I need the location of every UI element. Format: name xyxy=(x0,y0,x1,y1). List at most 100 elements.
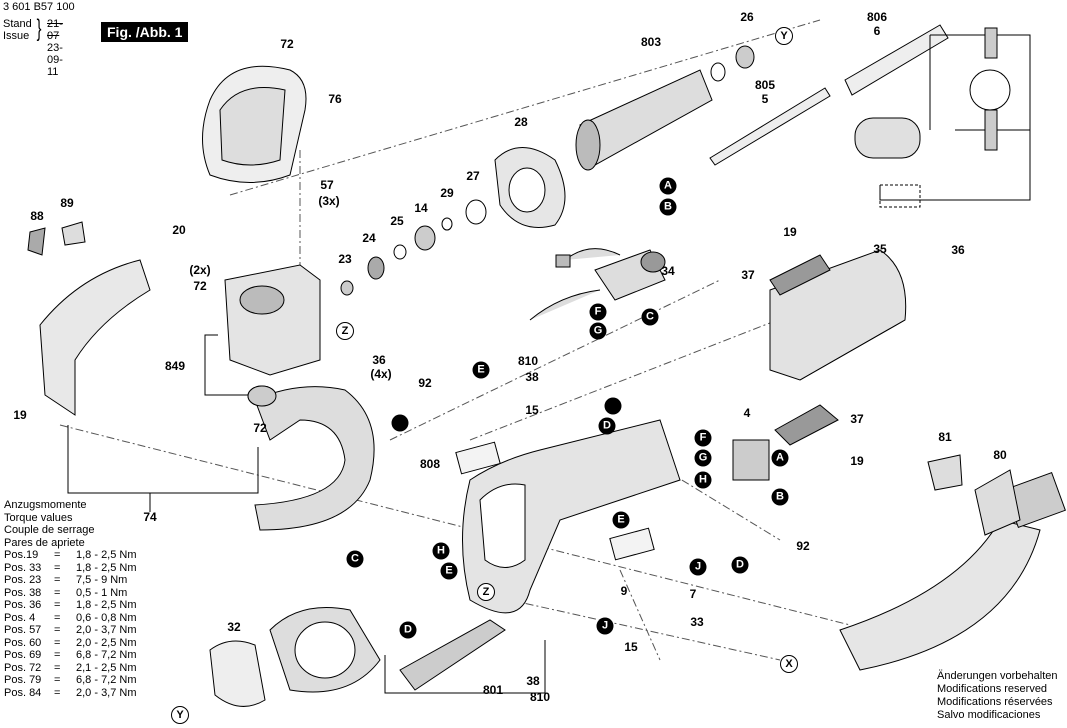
torque-row: Pos. 4=0,6 - 0,8 Nm xyxy=(4,612,137,625)
torque-value: 2,0 - 2,5 Nm xyxy=(76,636,137,649)
part-callout: 38 xyxy=(525,370,539,384)
torque-row: Pos. 36=1,8 - 2,5 Nm xyxy=(4,599,137,612)
torque-pos: Pos.19 xyxy=(4,549,39,561)
bracket-74 xyxy=(67,425,259,494)
part-gear-housing xyxy=(224,264,321,407)
part-callout: 5 xyxy=(761,92,769,106)
figure-label: Fig. /Abb. 1 xyxy=(101,22,189,42)
part-callout: 24 xyxy=(362,231,376,245)
torque-value: 1,8 - 2,5 Nm xyxy=(76,549,137,561)
connection-marker: Y xyxy=(171,706,189,724)
part-callout: 6 xyxy=(873,24,881,38)
torque-eq: = xyxy=(54,661,61,674)
torque-title: Pares de apriete xyxy=(4,536,85,549)
part-806-tube xyxy=(844,24,949,96)
part-callout: 89 xyxy=(60,196,74,210)
part-callout: 4 xyxy=(743,406,751,420)
note-en: Modifications reserved xyxy=(937,683,1048,695)
part-callout: 19 xyxy=(783,225,797,239)
part-callout: 57 xyxy=(320,178,334,192)
note-es: Salvo modificaciones xyxy=(937,709,1041,721)
part-callout: 849 xyxy=(164,359,186,373)
torque-pos: Pos. 38 xyxy=(4,586,42,599)
torque-value: 1,8 - 2,5 Nm xyxy=(76,599,137,611)
part-callout: 20 xyxy=(172,223,186,237)
torque-eq: = xyxy=(54,624,61,636)
part-37-bottom xyxy=(774,404,839,446)
part-side-handle xyxy=(39,259,151,416)
revision-block: Stand Issue } 21-07 23-09-11 xyxy=(3,17,63,79)
part-callout: (3x) xyxy=(318,194,340,208)
part-27 xyxy=(465,199,487,225)
part-callout: 27 xyxy=(466,169,480,183)
torque-value: 6,8 - 7,2 Nm xyxy=(76,649,137,661)
part-80-hose xyxy=(839,469,1066,671)
note-de: Änderungen vorbehalten xyxy=(937,670,1058,682)
torque-eq: = xyxy=(54,636,61,649)
torque-pos: Pos. 57 xyxy=(4,624,42,636)
torque-eq: = xyxy=(54,586,61,599)
part-callout: 38 xyxy=(526,674,540,688)
torque-eq: = xyxy=(54,599,61,611)
part-callout: 29 xyxy=(440,186,454,200)
torque-row: Pos. 23=7,5 - 9 Nm xyxy=(4,574,137,587)
torque-title: Anzugsmomente xyxy=(4,499,87,511)
connection-marker: A xyxy=(659,177,677,195)
torque-row: Pos. 57=2,0 - 3,7 Nm xyxy=(4,624,137,637)
part-88 xyxy=(27,227,46,256)
torque-row: Pos. 79=6,8 - 7,2 Nm xyxy=(4,674,137,687)
part-callout: 15 xyxy=(525,403,539,417)
modification-notes: Änderungen vorbehalten Modifications res… xyxy=(937,670,1057,722)
torque-value: 0,5 - 1 Nm xyxy=(76,586,128,599)
torque-row: Pos. 60=2,0 - 2,5 Nm xyxy=(4,637,137,650)
part-24-gear xyxy=(367,256,385,280)
connection-marker: D xyxy=(731,556,749,574)
torque-value: 2,1 - 2,5 Nm xyxy=(76,661,137,674)
connection-marker: B xyxy=(659,198,677,216)
connection-marker: J xyxy=(596,617,614,635)
connection-marker: E xyxy=(440,562,458,580)
torque-eq: = xyxy=(54,611,61,624)
connection-dot-icon xyxy=(604,397,622,415)
torque-title: Couple de serrage xyxy=(4,524,95,536)
part-805-rod xyxy=(709,87,831,166)
bracket-801 xyxy=(384,640,546,694)
torque-pos: Pos. 23 xyxy=(4,574,42,586)
part-callout: 80 xyxy=(993,448,1007,462)
connection-marker: D xyxy=(598,417,616,435)
connection-marker: A xyxy=(771,449,789,467)
connection-marker: E xyxy=(472,361,490,379)
connection-marker: E xyxy=(612,511,630,529)
torque-eq: = xyxy=(54,649,61,661)
connection-marker: H xyxy=(432,542,450,560)
part-803-armature xyxy=(575,45,755,171)
torque-pos: Pos. 72 xyxy=(4,661,42,674)
connection-marker: D xyxy=(399,621,417,639)
document-number: 3 601 B57 100 xyxy=(3,1,75,13)
torque-value: 1,8 - 2,5 Nm xyxy=(76,561,137,574)
part-callout: 19 xyxy=(13,408,27,422)
connection-marker: G xyxy=(694,449,712,467)
part-23-nut xyxy=(340,280,354,296)
stand-date: 21-07 xyxy=(47,18,63,42)
torque-eq: = xyxy=(54,561,61,574)
torque-pos: Pos. 79 xyxy=(4,674,42,686)
bracket-849 xyxy=(204,334,250,396)
torque-pos: Pos. 33 xyxy=(4,561,42,574)
part-callout: 808 xyxy=(419,457,441,471)
part-callout: 74 xyxy=(143,510,157,524)
connection-marker: F xyxy=(589,303,607,321)
part-9-label xyxy=(609,527,655,561)
connection-marker: G xyxy=(589,322,607,340)
torque-row: Pos. 33 = 1,8 - 2,5 Nm xyxy=(4,562,137,575)
torque-row: Pos. 38 = 0,5 - 1 Nm xyxy=(4,587,137,600)
part-callout: (4x) xyxy=(370,367,392,381)
part-main-housing xyxy=(462,419,681,614)
part-callout: 28 xyxy=(514,115,528,129)
part-callout: 801 xyxy=(482,683,504,697)
connection-marker: Z xyxy=(336,322,354,340)
connection-marker: J xyxy=(689,558,707,576)
part-callout: 803 xyxy=(640,35,662,49)
